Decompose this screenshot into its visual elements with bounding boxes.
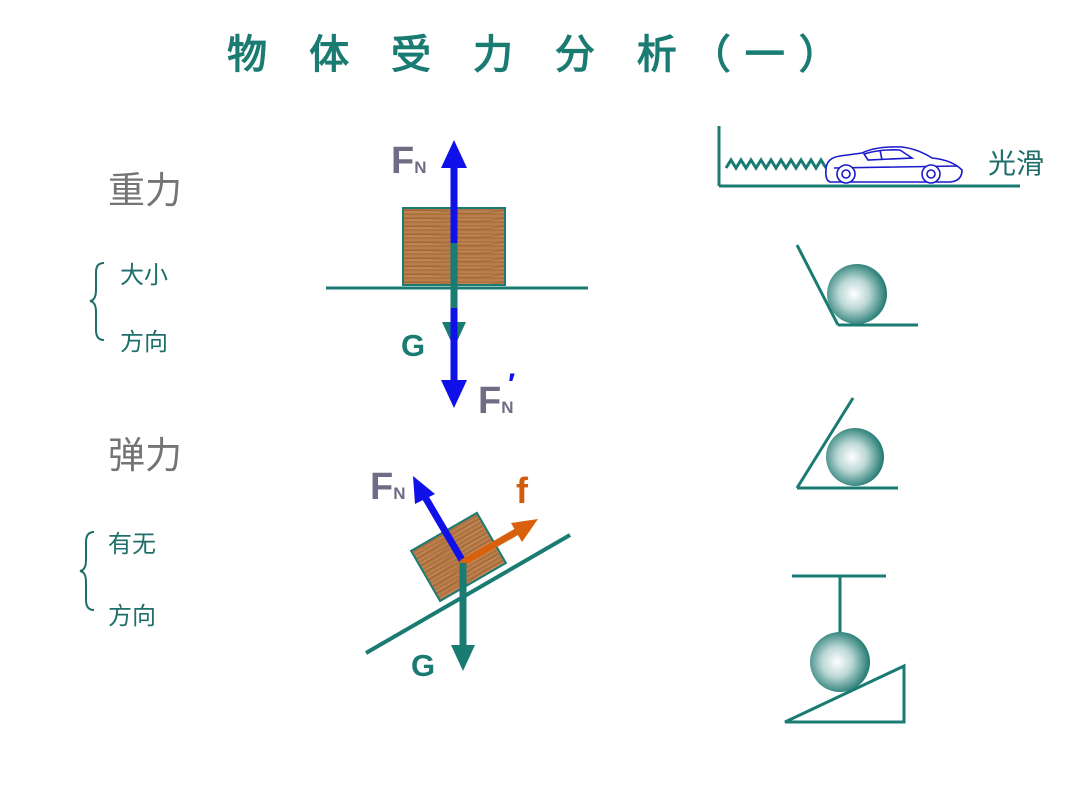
spring-car-diagram — [717, 126, 1020, 188]
normal-force-label: FN — [391, 140, 427, 182]
normal-force-arrow — [441, 140, 467, 243]
car-icon — [825, 146, 963, 184]
ball — [827, 264, 887, 324]
incline-gravity-label: G — [411, 648, 436, 683]
elastic-heading: 弹力 — [108, 434, 182, 477]
incline-normal-force-label: FN — [370, 466, 406, 508]
elastic-item-existence: 有无 — [108, 530, 156, 558]
ball — [826, 428, 884, 486]
page-title: 物 体 受 力 分 析（一） — [227, 32, 853, 78]
gravity-heading: 重力 — [108, 169, 182, 212]
ball-hanging-diagram — [784, 574, 906, 724]
spring — [724, 157, 828, 171]
friction-label: f — [516, 470, 528, 511]
friction-arrow — [460, 519, 538, 567]
gravity-item-direction: 方向 — [120, 328, 168, 356]
gravity-label: G — [401, 328, 426, 363]
gravity-item-magnitude: 大小 — [120, 261, 168, 289]
ball-wedge-diagram — [795, 397, 898, 490]
elastic-item-direction: 方向 — [108, 602, 156, 630]
incline-line — [364, 533, 572, 655]
reaction-force-label: FN′ — [478, 368, 516, 422]
smooth-label: 光滑 — [988, 147, 1045, 180]
reaction-force-arrow — [441, 308, 467, 408]
ball — [810, 632, 870, 692]
elastic-brace — [79, 531, 95, 611]
ball-corner-diagram — [795, 244, 918, 327]
incline-gravity-arrow — [451, 563, 475, 671]
gravity-brace — [89, 262, 105, 341]
incline-normal-force-arrow — [413, 476, 466, 562]
